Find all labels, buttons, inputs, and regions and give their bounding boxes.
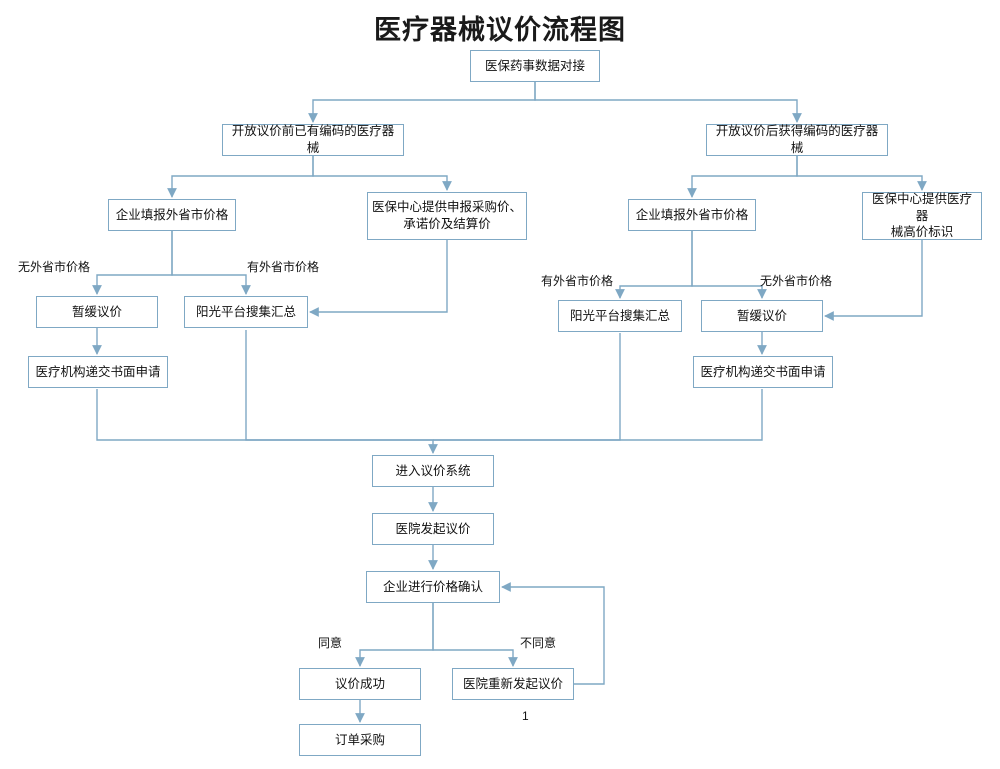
page-number: 1 [522,709,529,723]
node-hospital-initiates-negotiation[interactable]: 医院发起议价 [372,513,494,545]
node-hospital-reinitiates-negotiation[interactable]: 医院重新发起议价 [452,668,574,700]
edge-label-agree: 同意 [318,636,343,650]
node-insurance-center-high-price-tag[interactable]: 医保中心提供医疗器 械高价标识 [862,192,982,240]
node-insurance-center-provides-prices[interactable]: 医保中心提供申报采购价、 承诺价及结算价 [367,192,527,240]
node-suspend-negotiation-left[interactable]: 暂缓议价 [36,296,158,328]
node-enter-negotiation-system[interactable]: 进入议价系统 [372,455,494,487]
edge-label-has-out-of-province-price-left: 有外省市价格 [247,260,320,274]
node-sunshine-platform-collect-right[interactable]: 阳光平台搜集汇总 [558,300,682,332]
node-suspend-negotiation-right[interactable]: 暂缓议价 [701,300,823,332]
edge-label-no-out-of-province-price-left: 无外省市价格 [18,260,91,274]
page-title: 医疗器械议价流程图 [374,15,626,45]
node-sunshine-platform-collect-left[interactable]: 阳光平台搜集汇总 [184,296,308,328]
node-enterprise-report-price-right[interactable]: 企业填报外省市价格 [628,199,756,231]
node-order-purchase[interactable]: 订单采购 [299,724,421,756]
node-medical-insurance-data-docking[interactable]: 医保药事数据对接 [470,50,600,82]
node-enterprise-report-price-left[interactable]: 企业填报外省市价格 [108,199,236,231]
node-negotiation-success[interactable]: 议价成功 [299,668,421,700]
edge-label-no-out-of-province-price-right: 无外省市价格 [760,274,833,288]
edge-label-has-out-of-province-price-right: 有外省市价格 [541,274,614,288]
node-institution-submit-application-left[interactable]: 医疗机构递交书面申请 [28,356,168,388]
node-enterprise-price-confirmation[interactable]: 企业进行价格确认 [366,571,500,603]
edge-label-disagree: 不同意 [520,636,557,650]
node-institution-submit-application-right[interactable]: 医疗机构递交书面申请 [693,356,833,388]
node-pre-negotiation-coded-devices[interactable]: 开放议价前已有编码的医疗器械 [222,124,404,156]
node-post-negotiation-coded-devices[interactable]: 开放议价后获得编码的医疗器械 [706,124,888,156]
